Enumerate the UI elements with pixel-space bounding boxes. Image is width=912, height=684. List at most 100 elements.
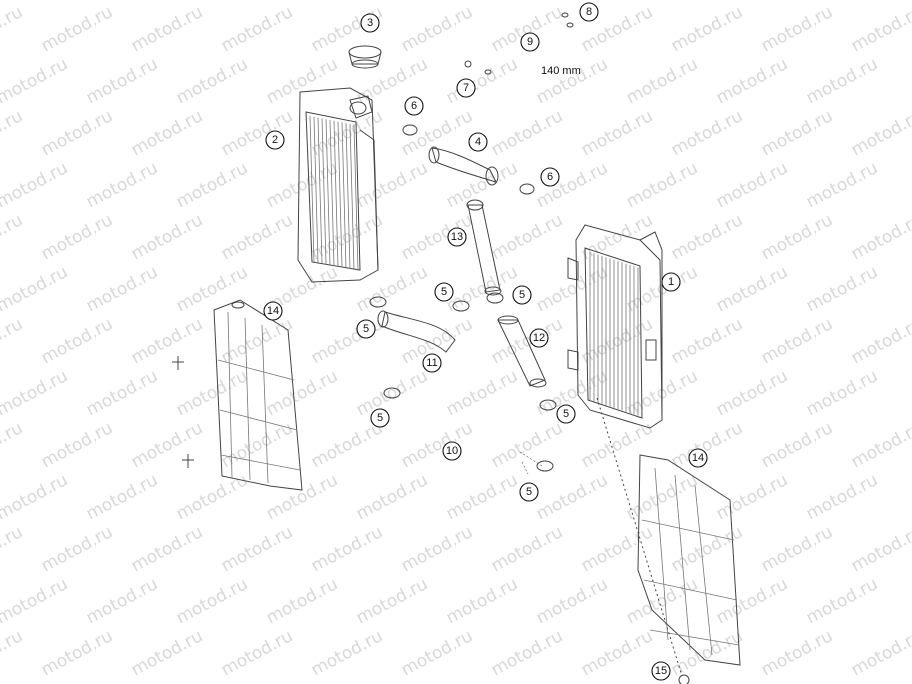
callout-8: 8 <box>579 2 599 22</box>
watermark-text: motod.ru <box>803 262 881 316</box>
watermark-text: motod.ru <box>488 210 566 264</box>
hose-clamps <box>369 12 574 472</box>
watermark-text: motod.ru <box>83 574 161 628</box>
watermark-text: motod.ru <box>263 158 341 212</box>
callout-15: 15 <box>651 661 671 681</box>
hose-13 <box>466 199 502 296</box>
watermark-text: motod.ru <box>128 106 206 160</box>
watermark-text: motod.ru <box>443 574 521 628</box>
watermark-text: motod.ru <box>308 522 386 576</box>
watermark-text: motod.ru <box>848 210 912 264</box>
callout-6b: 6 <box>540 167 560 187</box>
watermark-text: motod.ru <box>533 158 611 212</box>
watermark-text: motod.ru <box>713 262 791 316</box>
watermark-text: motod.ru <box>758 2 836 56</box>
watermark-text: motod.ru <box>713 574 791 628</box>
watermark-text: motod.ru <box>668 418 746 472</box>
callout-7: 7 <box>456 78 476 98</box>
radiator-fin <box>333 120 339 267</box>
watermark-text: motod.ru <box>398 418 476 472</box>
radiator-fin <box>309 115 315 263</box>
radiator-fin <box>353 124 359 271</box>
svg-text:15: 15 <box>655 665 667 677</box>
callout-14b: 14 <box>688 448 708 468</box>
watermark-text: motod.ru <box>218 314 296 368</box>
watermark-text: motod.ru <box>38 2 116 56</box>
svg-text:5: 5 <box>526 486 532 498</box>
svg-text:9: 9 <box>527 36 533 48</box>
watermark-text: motod.ru <box>0 626 26 680</box>
svg-text:2: 2 <box>272 134 278 146</box>
radiator-fin <box>341 122 347 269</box>
watermark-text: motod.ru <box>398 522 476 576</box>
watermark-text: motod.ru <box>38 106 116 160</box>
watermark-text: motod.ru <box>623 158 701 212</box>
watermark-text: motod.ru <box>0 262 71 316</box>
watermark-text: motod.ru <box>128 314 206 368</box>
watermark-text: motod.ru <box>218 210 296 264</box>
watermark-text: motod.ru <box>83 0 161 4</box>
watermark-text: motod.ru <box>0 210 26 264</box>
watermark-text: motod.ru <box>488 418 566 472</box>
callout-3: 3 <box>360 13 380 33</box>
dimension-label: 140 mm <box>541 65 581 77</box>
watermark-text: motod.ru <box>263 0 341 4</box>
svg-text:5: 5 <box>519 289 525 301</box>
watermark-text: motod.ru <box>128 522 206 576</box>
watermark-text: motod.ru <box>218 522 296 576</box>
watermark-text: motod.ru <box>803 54 881 108</box>
watermark-text: motod.ru <box>0 418 26 472</box>
watermark-text: motod.ru <box>263 54 341 108</box>
watermark-text: motod.ru <box>353 262 431 316</box>
watermark-text: motod.ru <box>0 54 71 108</box>
radiator-left <box>297 87 379 283</box>
callout-6a: 6 <box>404 96 424 116</box>
watermark-text: motod.ru <box>308 418 386 472</box>
watermark-text: motod.ru <box>488 522 566 576</box>
watermark-text: motod.ru <box>758 626 836 680</box>
watermark-text: motod.ru <box>0 366 71 420</box>
watermark-text: motod.ru <box>0 158 71 212</box>
watermark-text: motod.ru <box>128 210 206 264</box>
watermark-text: motod.ru <box>398 626 476 680</box>
watermark-text: motod.ru <box>443 366 521 420</box>
watermark-text: motod.ru <box>173 0 251 4</box>
watermark-text: motod.ru <box>533 470 611 524</box>
watermark-text: motod.ru <box>38 418 116 472</box>
watermark-text: motod.ru <box>83 470 161 524</box>
watermark-text: motod.ru <box>758 418 836 472</box>
callout-5f: 5 <box>519 482 539 502</box>
watermark-text: motod.ru <box>173 54 251 108</box>
watermark-text: motod.ru <box>668 314 746 368</box>
watermark-text: motod.ru <box>578 106 656 160</box>
watermark-text: motod.ru <box>758 210 836 264</box>
watermark-text: motod.ru <box>848 106 912 160</box>
radiator-guard-right <box>637 454 741 666</box>
watermark-text: motod.ru <box>263 574 341 628</box>
watermark-text: motod.ru <box>533 574 611 628</box>
watermark-text: motod.ru <box>0 0 71 4</box>
watermark-text: motod.ru <box>758 106 836 160</box>
radiator-fin <box>325 119 331 266</box>
watermark-text: motod.ru <box>623 574 701 628</box>
watermark-text: motod.ru <box>713 54 791 108</box>
callout-12: 12 <box>529 328 549 348</box>
watermark-text: motod.ru <box>443 262 521 316</box>
radiator-right <box>567 224 663 429</box>
watermark-text: motod.ru <box>308 210 386 264</box>
watermark-text: motod.ru <box>353 470 431 524</box>
callout-9: 9 <box>520 32 540 52</box>
watermark-text: motod.ru <box>623 0 701 4</box>
watermark-text: motod.ru <box>218 106 296 160</box>
watermark-text: motod.ru <box>38 314 116 368</box>
svg-text:3: 3 <box>367 17 373 29</box>
radiator-fin <box>329 119 335 267</box>
radiator-cap <box>348 45 382 69</box>
hose-4 <box>428 146 499 186</box>
watermark-text: motod.ru <box>668 106 746 160</box>
svg-text:6: 6 <box>547 171 553 183</box>
watermark-text: motod.ru <box>623 470 701 524</box>
callout-4: 4 <box>468 132 488 152</box>
